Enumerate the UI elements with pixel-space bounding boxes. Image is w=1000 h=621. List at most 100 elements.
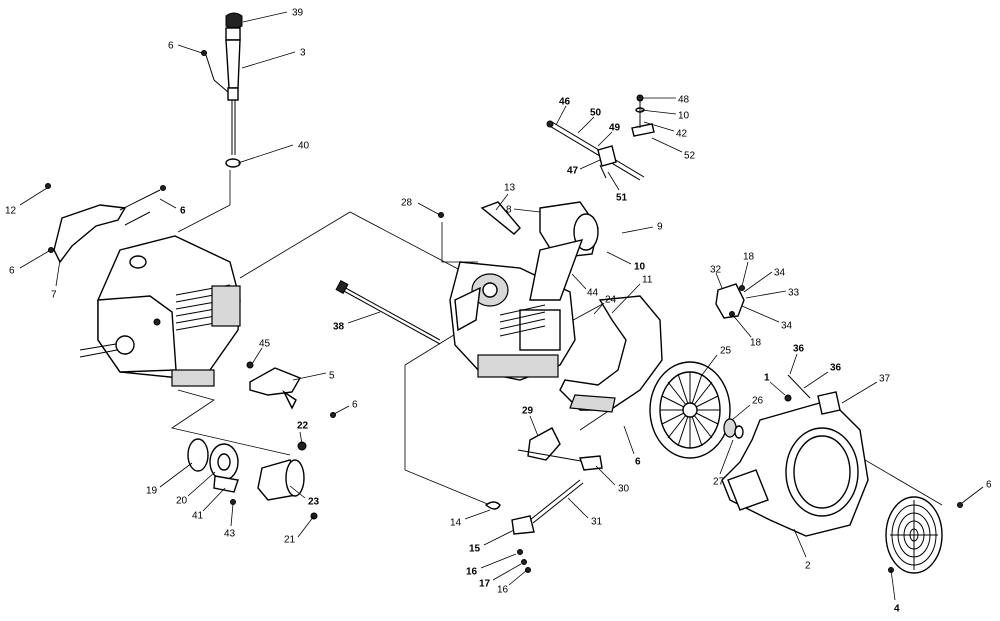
leader-line-c15 <box>483 529 515 546</box>
leader-line-c16b <box>508 569 528 586</box>
leader-line-c51 <box>607 171 620 191</box>
leader-line-c24 <box>593 302 605 315</box>
leader-line-c40 <box>237 144 294 164</box>
callout-label-c47: 47 <box>567 166 579 177</box>
throttle-linkage-top <box>546 94 655 181</box>
governor-bracket <box>715 283 745 319</box>
leader-line-c4 <box>890 569 896 601</box>
callout-label-c10a: 10 <box>678 111 690 122</box>
callout-label-c36b: 36 <box>830 363 842 374</box>
callout-label-c42: 42 <box>676 129 688 140</box>
callout-label-c15: 15 <box>469 544 481 555</box>
callout-label-c7: 7 <box>51 290 57 301</box>
callout-leaders <box>19 11 984 601</box>
callout-label-c12: 12 <box>5 206 17 217</box>
callout-label-c14: 14 <box>450 518 462 529</box>
leader-line-c36a <box>789 353 798 375</box>
blower-housing <box>721 374 869 537</box>
callout-label-c5: 5 <box>329 371 335 382</box>
callout-label-c39: 39 <box>292 8 304 19</box>
leader-line-c41 <box>202 487 226 512</box>
callout-label-c41: 41 <box>192 511 204 522</box>
leader-line-c52 <box>651 137 683 153</box>
leader-line-c3 <box>241 51 296 69</box>
rod-38 <box>335 280 441 345</box>
leader-line-c10a <box>640 109 677 115</box>
leader-line-c18b <box>731 313 752 338</box>
callout-label-c6d: 6 <box>352 400 358 411</box>
callout-label-c37: 37 <box>879 374 891 385</box>
leader-line-c36b <box>803 371 829 389</box>
leader-line-c5 <box>292 372 327 381</box>
leader-line-c33 <box>745 290 787 299</box>
leader-line-c27 <box>719 439 734 475</box>
leader-line-c47 <box>579 159 601 170</box>
callout-label-c32: 32 <box>710 265 722 276</box>
leader-line-c28 <box>417 202 441 216</box>
callout-label-c9: 9 <box>657 222 663 233</box>
callout-label-c6a: 6 <box>168 41 174 52</box>
leader-line-c34a <box>743 271 773 293</box>
callout-label-c17: 17 <box>479 579 491 590</box>
callout-label-c2: 2 <box>805 561 811 572</box>
callout-label-c10b: 10 <box>634 262 646 273</box>
callout-label-c50: 50 <box>590 108 602 119</box>
callout-label-c25: 25 <box>720 346 732 357</box>
callout-label-c18b: 18 <box>750 338 762 349</box>
leader-line-c21 <box>297 515 315 538</box>
callout-label-c46: 46 <box>559 97 571 108</box>
fan-grille <box>885 496 963 574</box>
leader-line-c10b <box>606 251 632 265</box>
callout-label-c20: 20 <box>176 496 188 507</box>
callout-label-c8: 8 <box>506 205 512 216</box>
oil-filter-group <box>187 438 318 520</box>
callout-label-c11: 11 <box>642 275 653 286</box>
leader-line-c11 <box>611 283 641 314</box>
callout-label-c45: 45 <box>259 339 271 350</box>
leader-line-c1 <box>769 381 786 396</box>
leader-line-c19 <box>159 462 193 488</box>
leader-line-c17 <box>492 563 522 581</box>
callout-label-c44: 44 <box>587 288 599 299</box>
leader-line-c49 <box>597 131 613 147</box>
callout-label-c6b: 6 <box>180 206 186 217</box>
callout-label-c16b: 16 <box>497 585 509 596</box>
leader-line-c29 <box>529 415 539 437</box>
callout-label-c27: 27 <box>713 477 725 488</box>
flywheel-fan <box>649 361 731 459</box>
leader-line-c50 <box>577 116 595 134</box>
callout-label-c30: 30 <box>618 484 630 495</box>
leader-line-c6b <box>159 198 177 209</box>
callout-label-c1: 1 <box>764 373 770 384</box>
fan-hub <box>723 418 744 439</box>
callout-label-c40: 40 <box>298 141 310 152</box>
leader-line-c44 <box>571 273 587 290</box>
callout-label-c19: 19 <box>146 486 158 497</box>
leader-line-c45 <box>251 347 263 365</box>
leader-line-c14 <box>464 509 491 520</box>
callout-label-c49: 49 <box>609 123 621 134</box>
callout-label-c23: 23 <box>308 497 320 508</box>
leader-line-c16a <box>480 553 517 569</box>
callout-label-c28: 28 <box>401 198 413 209</box>
leader-line-c2 <box>793 528 807 558</box>
engine-block-left <box>79 235 241 387</box>
callout-label-c6e: 6 <box>635 457 641 468</box>
callout-label-c21: 21 <box>284 535 296 546</box>
callout-label-c22: 22 <box>297 421 309 432</box>
leader-line-c6f <box>961 486 984 504</box>
callout-label-c31: 31 <box>591 517 603 528</box>
callout-label-c43: 43 <box>224 529 236 540</box>
callout-label-c6c: 6 <box>9 266 15 277</box>
callout-label-c24: 24 <box>605 295 617 306</box>
leader-line-c26 <box>731 404 751 421</box>
callout-label-c34a: 34 <box>774 268 786 279</box>
leader-line-c42 <box>643 121 675 132</box>
leader-line-c20 <box>187 471 216 497</box>
leader-line-c32 <box>715 272 723 289</box>
callout-label-c3: 3 <box>300 48 306 59</box>
callout-label-c4: 4 <box>894 604 900 615</box>
leader-line-c6a <box>177 44 203 54</box>
leader-line-c46 <box>555 105 567 126</box>
